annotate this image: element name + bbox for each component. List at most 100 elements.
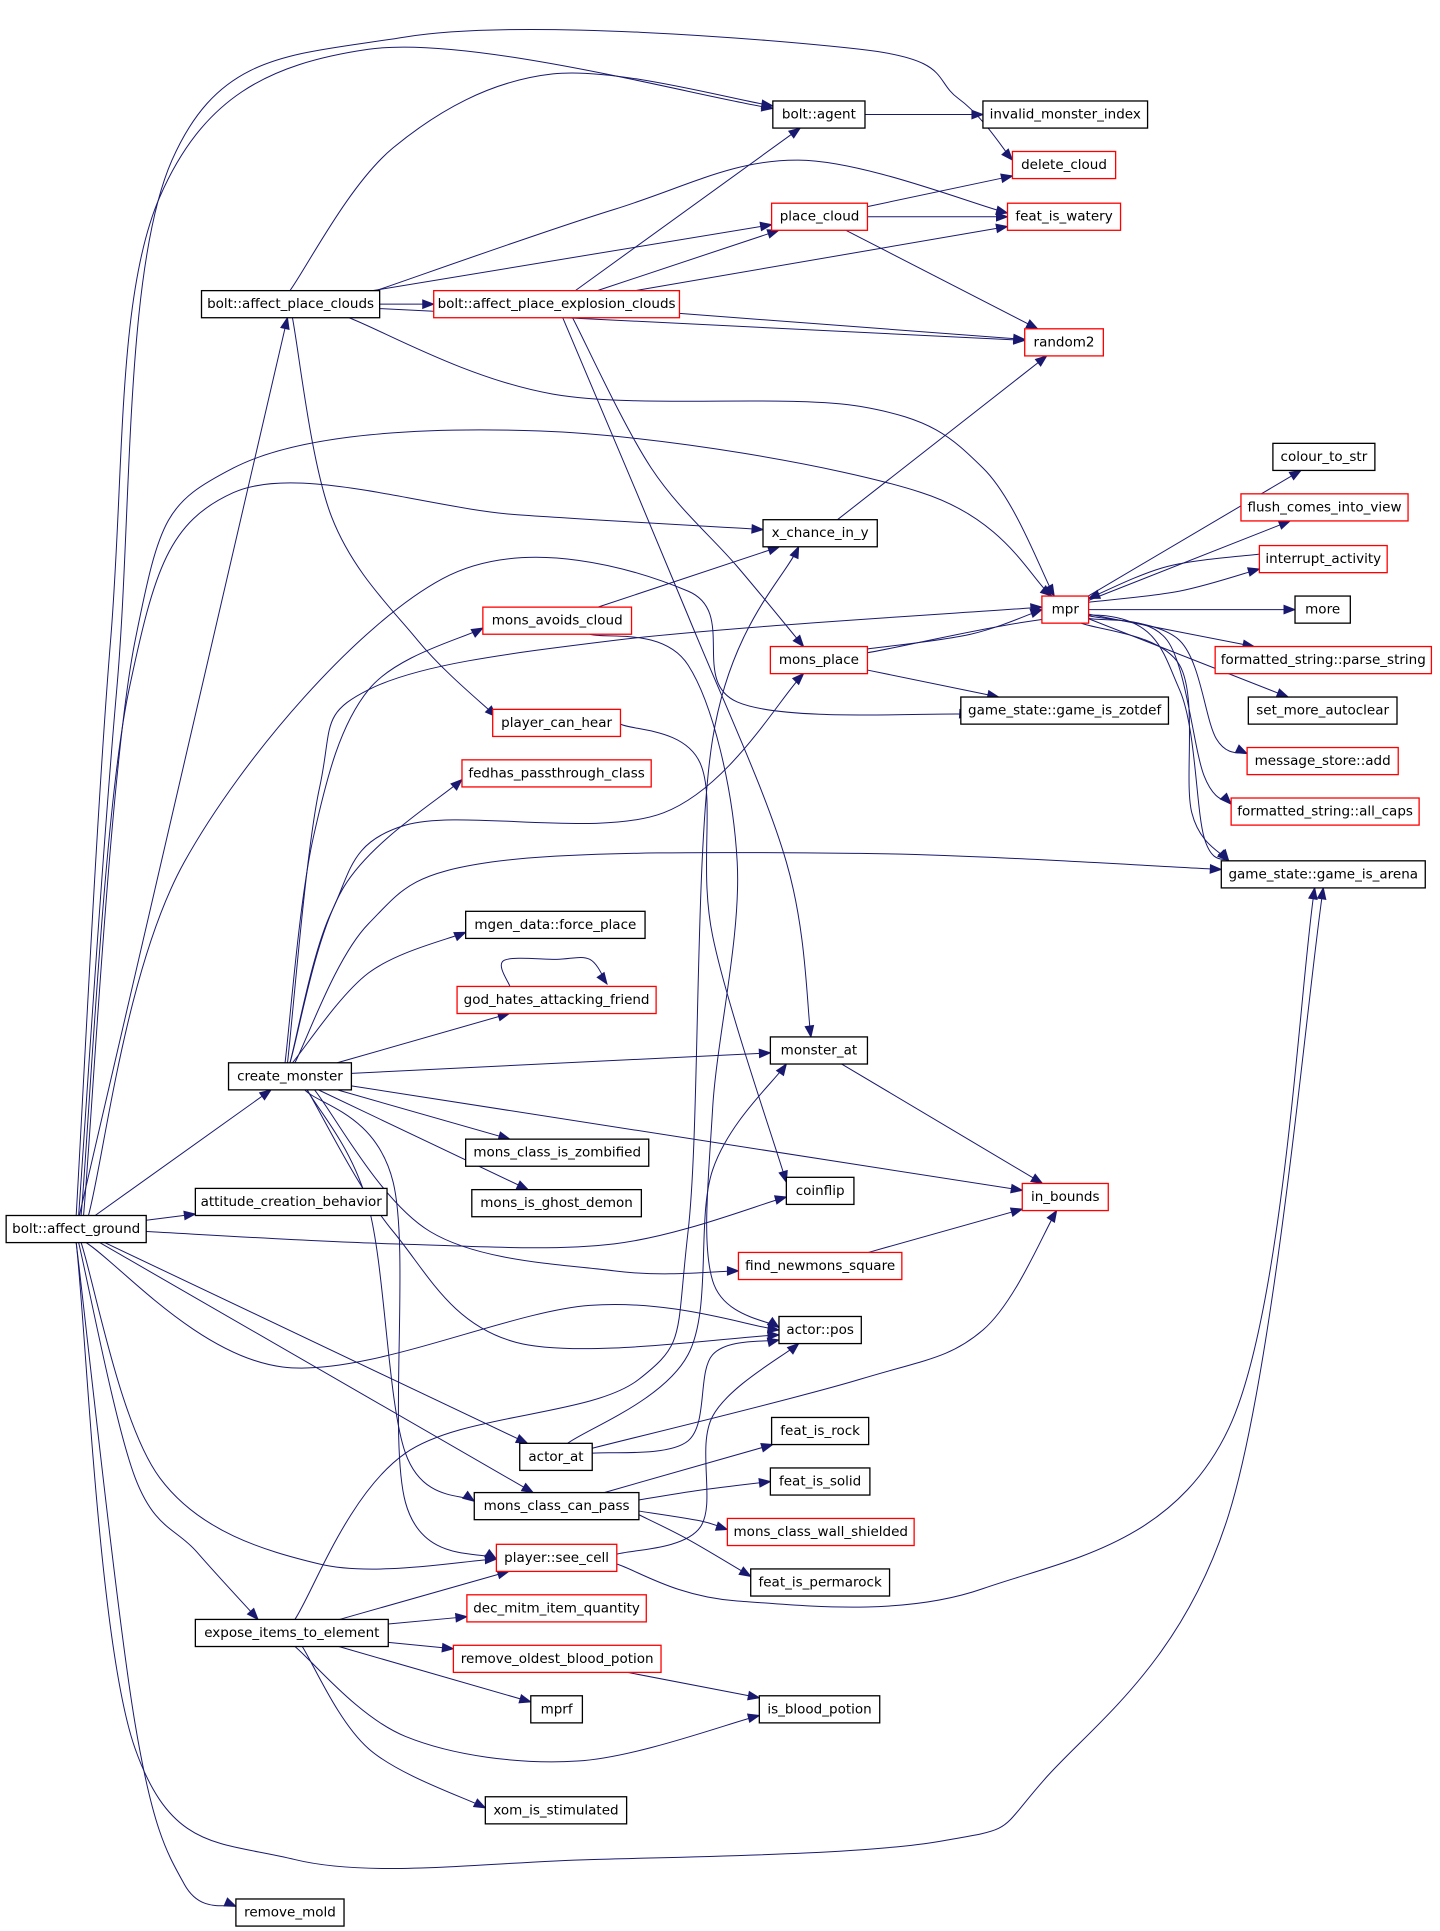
node-find_newmons_square[interactable]: find_newmons_square	[737, 1251, 903, 1281]
arrowhead-icon	[789, 545, 800, 560]
edge-line	[1088, 520, 1291, 601]
call-edge-affect_place_explosion_clouds-to-random2	[679, 312, 1027, 344]
node-label: expose_items_to_element	[204, 1625, 379, 1641]
edge-line	[597, 546, 780, 608]
node-xom_is_stimulated[interactable]: xom_is_stimulated	[484, 1796, 628, 1825]
node-create_monster[interactable]: create_monster	[227, 1062, 353, 1091]
node-mprf[interactable]: mprf	[530, 1695, 584, 1724]
node-remove_mold[interactable]: remove_mold	[235, 1898, 345, 1927]
arrowhead-icon	[246, 1607, 259, 1621]
call-edge-mons_avoids_cloud-to-actor_pos	[589, 633, 781, 1329]
node-monster_at[interactable]: monster_at	[769, 1036, 869, 1065]
arrowhead-icon	[738, 1566, 752, 1578]
call-edge-mons_place-to-mpr	[867, 608, 1044, 650]
arrowhead-icon	[767, 1330, 781, 1341]
node-box	[750, 1568, 891, 1597]
call-edge-affect_ground-to-actor_pos	[85, 1242, 781, 1369]
node-game_is_zotdef[interactable]: game_state::game_is_zotdef	[960, 696, 1170, 725]
node-mons_is_ghost_demon[interactable]: mons_is_ghost_demon	[471, 1188, 643, 1218]
edge-line	[572, 317, 804, 647]
node-label: mons_class_can_pass	[484, 1498, 630, 1514]
node-interrupt_activity[interactable]: interrupt_activity	[1258, 544, 1388, 574]
node-remove_oldest_blood_potion[interactable]: remove_oldest_blood_potion	[452, 1644, 662, 1674]
node-label: formatted_string::all_caps	[1237, 804, 1413, 820]
node-delete_cloud[interactable]: delete_cloud	[1011, 150, 1117, 180]
node-game_is_arena[interactable]: game_state::game_is_arena	[1220, 860, 1426, 889]
node-flush_comes_into_view[interactable]: flush_comes_into_view	[1240, 493, 1409, 522]
node-feat_is_watery[interactable]: feat_is_watery	[1006, 202, 1122, 231]
node-actor_pos[interactable]: actor::pos	[778, 1315, 862, 1345]
node-feat_is_solid[interactable]: feat_is_solid	[769, 1467, 871, 1496]
node-feat_is_rock[interactable]: feat_is_rock	[770, 1416, 870, 1446]
node-affect_place_clouds[interactable]: bolt::affect_place_clouds	[200, 289, 381, 319]
node-box	[772, 100, 866, 129]
arrowhead-icon	[778, 1169, 788, 1184]
edge-line	[638, 1510, 728, 1531]
node-box	[1240, 493, 1409, 522]
edge-line	[294, 1646, 760, 1763]
node-place_cloud[interactable]: place_cloud	[770, 202, 869, 231]
arrowhead-icon	[1025, 319, 1039, 330]
node-mons_avoids_cloud[interactable]: mons_avoids_cloud	[482, 606, 633, 635]
arrowhead-icon	[1030, 603, 1044, 613]
node-affect_place_explosion_clouds[interactable]: bolt::affect_place_explosion_clouds	[433, 289, 681, 319]
node-player_see_cell[interactable]: player::see_cell	[495, 1543, 618, 1573]
node-set_more_autoclear[interactable]: set_more_autoclear	[1247, 696, 1398, 725]
node-random2[interactable]: random2	[1024, 328, 1104, 357]
node-mons_place[interactable]: mons_place	[769, 645, 869, 675]
call-edge-interrupt_activity-to-mpr	[1087, 553, 1260, 600]
edge-line	[291, 317, 497, 718]
node-mons_class_is_zombified[interactable]: mons_class_is_zombified	[465, 1138, 650, 1167]
node-all_caps[interactable]: formatted_string::all_caps	[1230, 797, 1420, 826]
call-edge-player_see_cell-to-actor_pos	[616, 1342, 800, 1555]
arrowhead-icon	[462, 1490, 476, 1503]
node-invalid_monster_index[interactable]: invalid_monster_index	[982, 100, 1149, 129]
arrowhead-icon	[1277, 520, 1292, 530]
node-mons_class_can_pass[interactable]: mons_class_can_pass	[473, 1491, 640, 1521]
node-label: mpr	[1052, 602, 1080, 618]
node-parse_string[interactable]: formatted_string::parse_string	[1214, 645, 1433, 675]
call-edge-affect_place_clouds-to-place_cloud	[372, 221, 773, 292]
arrowhead-icon	[746, 1713, 761, 1724]
edge-line	[289, 673, 804, 1063]
node-fedhas_passthrough_class[interactable]: fedhas_passthrough_class	[461, 759, 652, 788]
node-god_hates_attacking_friend[interactable]: god_hates_attacking_friend	[456, 985, 657, 1015]
node-x_chance_in_y[interactable]: x_chance_in_y	[762, 519, 878, 548]
node-expose_items_to_element[interactable]: expose_items_to_element	[194, 1618, 389, 1648]
edge-line	[338, 1646, 531, 1703]
node-is_blood_potion[interactable]: is_blood_potion	[758, 1695, 881, 1724]
arrowhead-icon	[1012, 333, 1027, 344]
call-edge-affect_ground-to-coinflip	[146, 1195, 788, 1249]
node-in_bounds[interactable]: in_bounds	[1021, 1182, 1109, 1212]
call-edge-actor_at-to-monster_at	[567, 1062, 788, 1444]
call-edge-affect_place_clouds-to-feat_is_watery	[375, 159, 1009, 292]
node-actor_at[interactable]: actor_at	[519, 1442, 593, 1472]
node-colour_to_str[interactable]: colour_to_str	[1272, 442, 1376, 472]
arrowhead-icon	[1046, 1209, 1058, 1223]
node-player_can_hear[interactable]: player_can_hear	[492, 708, 622, 738]
node-coinflip[interactable]: coinflip	[785, 1176, 855, 1206]
arrowhead-icon	[804, 1024, 815, 1039]
node-label: dec_mitm_item_quantity	[473, 1600, 640, 1616]
edge-line	[837, 355, 1048, 521]
node-dec_mitm_item_quantity[interactable]: dec_mitm_item_quantity	[466, 1594, 647, 1623]
edge-line	[294, 546, 800, 1620]
node-affect_ground[interactable]: bolt::affect_ground	[5, 1214, 147, 1244]
edge-line	[301, 1646, 486, 1809]
edge-line	[75, 887, 1324, 1869]
node-feat_is_permarock[interactable]: feat_is_permarock	[750, 1568, 891, 1597]
node-agent[interactable]: bolt::agent	[772, 100, 866, 129]
edge-line	[1087, 470, 1302, 597]
edge-line	[75, 1242, 237, 1907]
node-more[interactable]: more	[1294, 595, 1351, 624]
node-label: bolt::affect_ground	[12, 1221, 140, 1237]
node-mons_class_wall_shielded[interactable]: mons_class_wall_shielded	[726, 1517, 915, 1547]
arrowhead-icon	[766, 1316, 781, 1329]
edge-line	[351, 1085, 1023, 1191]
node-mpr[interactable]: mpr	[1041, 595, 1090, 624]
node-label: player_can_hear	[501, 715, 612, 731]
node-message_store_add[interactable]: message_store::add	[1246, 746, 1399, 776]
edge-line	[80, 1242, 497, 1570]
node-attitude_creation_behavior[interactable]: attitude_creation_behavior	[194, 1187, 388, 1217]
node-force_place[interactable]: mgen_data::force_place	[465, 910, 646, 940]
